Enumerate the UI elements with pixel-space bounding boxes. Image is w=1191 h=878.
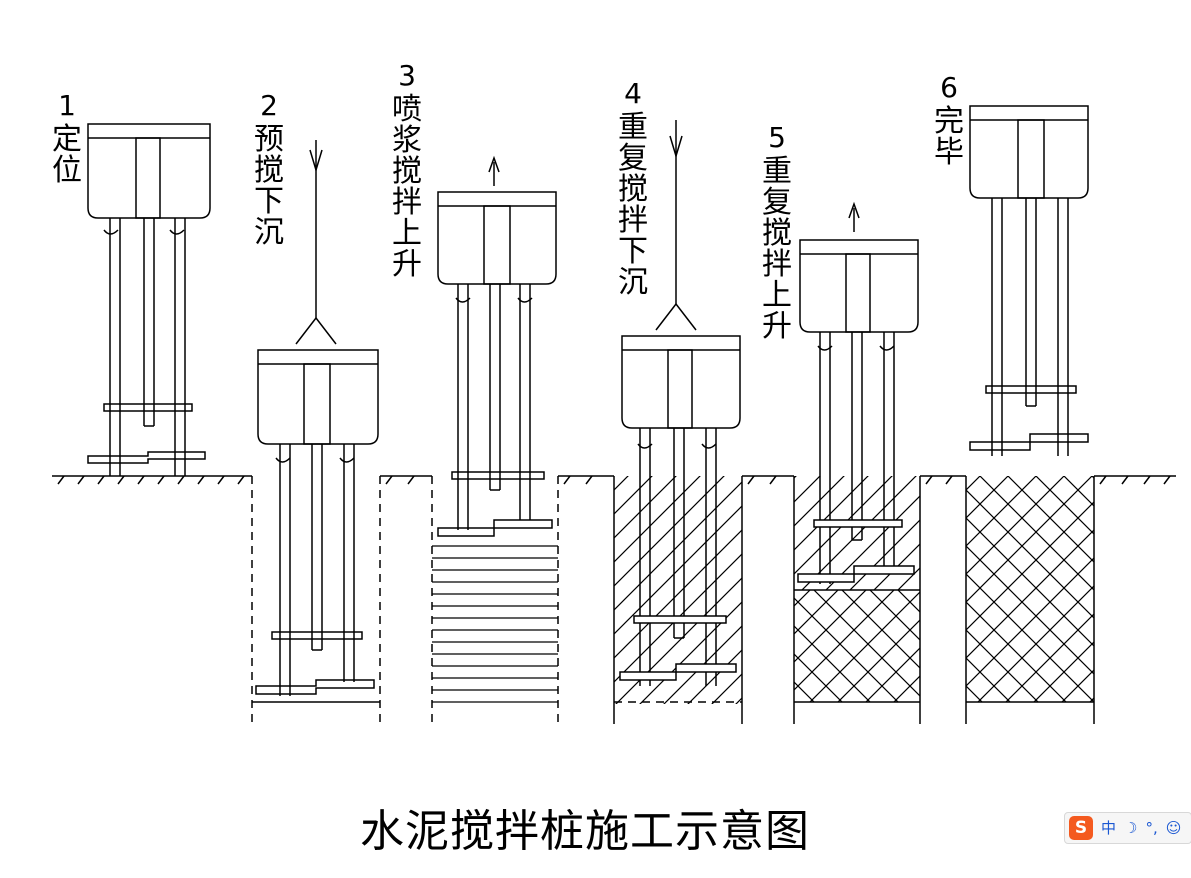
ime-mode-toggle[interactable]: 中 [1101, 819, 1117, 837]
machine-stage-5 [793, 201, 921, 724]
step-2-number: 2 [260, 89, 278, 122]
step-3-number: 3 [398, 59, 416, 92]
moon-icon[interactable]: ☽ [1124, 819, 1138, 837]
punctuation-icon[interactable]: °, [1145, 819, 1158, 837]
step-3-label: 喷浆搅拌上升 [392, 92, 422, 282]
step-6-number: 6 [940, 71, 958, 104]
step-5-number: 5 [768, 121, 786, 154]
machine-stage-3 [431, 155, 559, 724]
step-2-label: 预搅下沉 [254, 122, 284, 250]
step-1-label: 定位 [52, 122, 82, 188]
step-6-label: 完毕 [934, 104, 964, 170]
machine-stage-4 [613, 120, 743, 724]
smiley-icon[interactable]: ☺ [1165, 819, 1182, 837]
sogou-logo-icon[interactable]: S [1069, 816, 1093, 840]
step-5-label: 重复搅拌上升 [762, 154, 792, 344]
step-4-label: 重复搅拌下沉 [618, 110, 648, 300]
diagram-caption: 水泥搅拌桩施工示意图 [360, 806, 810, 857]
ground-line [52, 475, 1176, 485]
machine-stage-1 [87, 123, 211, 476]
step-1-number: 1 [58, 89, 76, 122]
step-4-number: 4 [624, 77, 642, 110]
machine-stage-2 [251, 140, 381, 724]
machine-stage-6 [965, 105, 1095, 724]
ime-toolbar[interactable]: S 中 ☽ °, ☺ [1064, 812, 1191, 844]
